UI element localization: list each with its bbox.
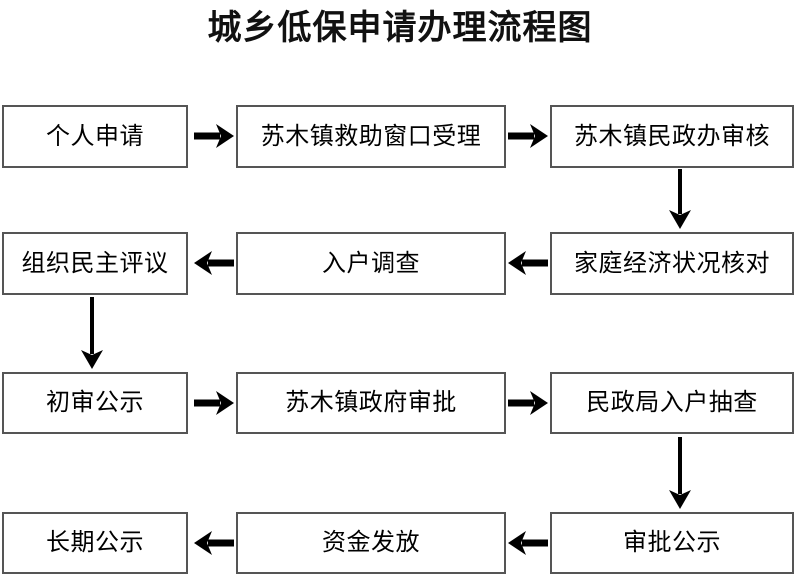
arrow-left-icon (506, 243, 550, 283)
flow-node-home-visit-survey[interactable]: 入户调查 (236, 232, 506, 295)
flow-node-household-economic-verification[interactable]: 家庭经济状况核对 (550, 232, 794, 295)
flow-node-township-window-acceptance[interactable]: 苏木镇救助窗口受理 (236, 105, 506, 168)
flow-node-label: 长期公示 (46, 530, 144, 556)
flow-node-label: 苏木镇救助窗口受理 (260, 123, 482, 150)
arrow-left-icon (192, 523, 236, 563)
flow-node-label: 资金发放 (322, 530, 420, 556)
flow-node-label: 审批公示 (623, 530, 721, 556)
flow-node-democratic-appraisal[interactable]: 组织民主评议 (2, 232, 188, 295)
flow-node-label: 初审公示 (46, 390, 144, 416)
arrow-right-icon (192, 116, 236, 156)
arrow-down-icon (660, 168, 700, 230)
flow-node-label: 民政局入户抽查 (586, 390, 758, 416)
flow-node-label: 家庭经济状况核对 (574, 250, 770, 277)
flow-node-label: 苏木镇政府审批 (285, 390, 457, 416)
arrow-right-icon (192, 383, 236, 423)
flow-node-label: 组织民主评议 (21, 250, 169, 277)
arrow-down-icon (660, 436, 700, 510)
arrow-down-icon (72, 296, 112, 370)
flow-node-personal-application[interactable]: 个人申请 (2, 105, 188, 168)
flow-node-label: 苏木镇民政办审核 (574, 123, 770, 150)
page-title: 城乡低保申请办理流程图 (207, 10, 593, 47)
arrow-right-icon (506, 116, 550, 156)
flow-node-civil-affairs-bureau-spot-check[interactable]: 民政局入户抽查 (550, 372, 794, 434)
flow-node-long-term-publicity[interactable]: 长期公示 (2, 512, 188, 574)
flow-node-fund-distribution[interactable]: 资金发放 (236, 512, 506, 574)
flow-node-approval-publicity[interactable]: 审批公示 (550, 512, 794, 574)
arrow-left-icon (192, 243, 236, 283)
arrow-left-icon (506, 523, 550, 563)
flow-node-label: 入户调查 (322, 250, 420, 277)
flow-node-preliminary-review-publicity[interactable]: 初审公示 (2, 372, 188, 434)
flow-node-township-government-approval[interactable]: 苏木镇政府审批 (236, 372, 506, 434)
arrow-right-icon (506, 383, 550, 423)
flow-node-civil-affairs-office-review[interactable]: 苏木镇民政办审核 (550, 105, 794, 168)
flow-node-label: 个人申请 (46, 123, 144, 150)
